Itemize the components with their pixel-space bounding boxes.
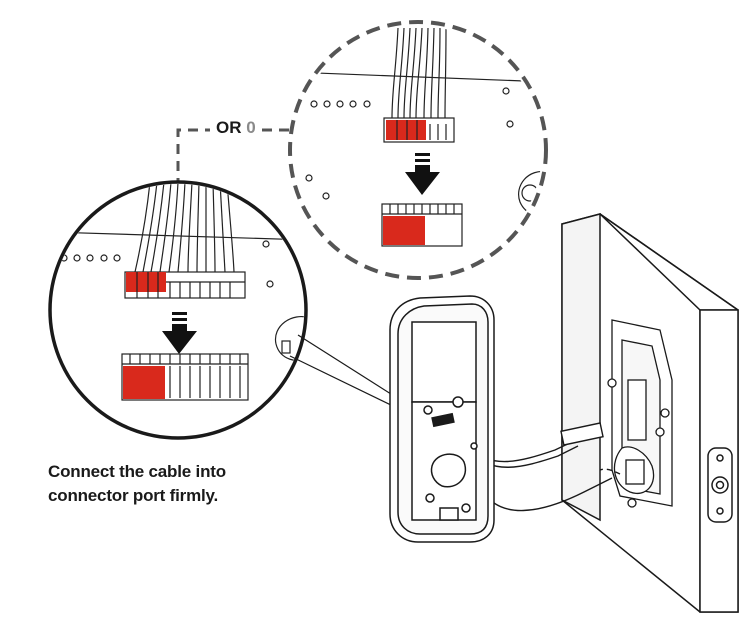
instruction-caption: Connect the cable into connector port fi… bbox=[48, 460, 308, 508]
option-glyph: 0 bbox=[246, 118, 256, 137]
down-arrow-icon bbox=[405, 153, 440, 195]
or-option-label: OR 0 bbox=[213, 118, 259, 138]
down-arrow-icon bbox=[162, 312, 197, 354]
board-holes bbox=[305, 87, 514, 200]
strike-plate bbox=[707, 447, 733, 523]
mounting-plate bbox=[607, 319, 673, 508]
instruction-line-2: connector port firmly. bbox=[48, 486, 219, 505]
lock-front-body bbox=[389, 295, 495, 543]
connector-port bbox=[431, 412, 455, 428]
or-connector-dashed-line bbox=[176, 128, 300, 205]
or-text: OR bbox=[216, 118, 242, 137]
ribbon-cable-icon bbox=[134, 184, 235, 273]
ribbon-cable-icon bbox=[391, 27, 447, 119]
instruction-line-1: Connect the cable into bbox=[48, 462, 226, 481]
connector-zoom bbox=[48, 180, 308, 440]
alternate-connector-zoom bbox=[288, 20, 548, 280]
